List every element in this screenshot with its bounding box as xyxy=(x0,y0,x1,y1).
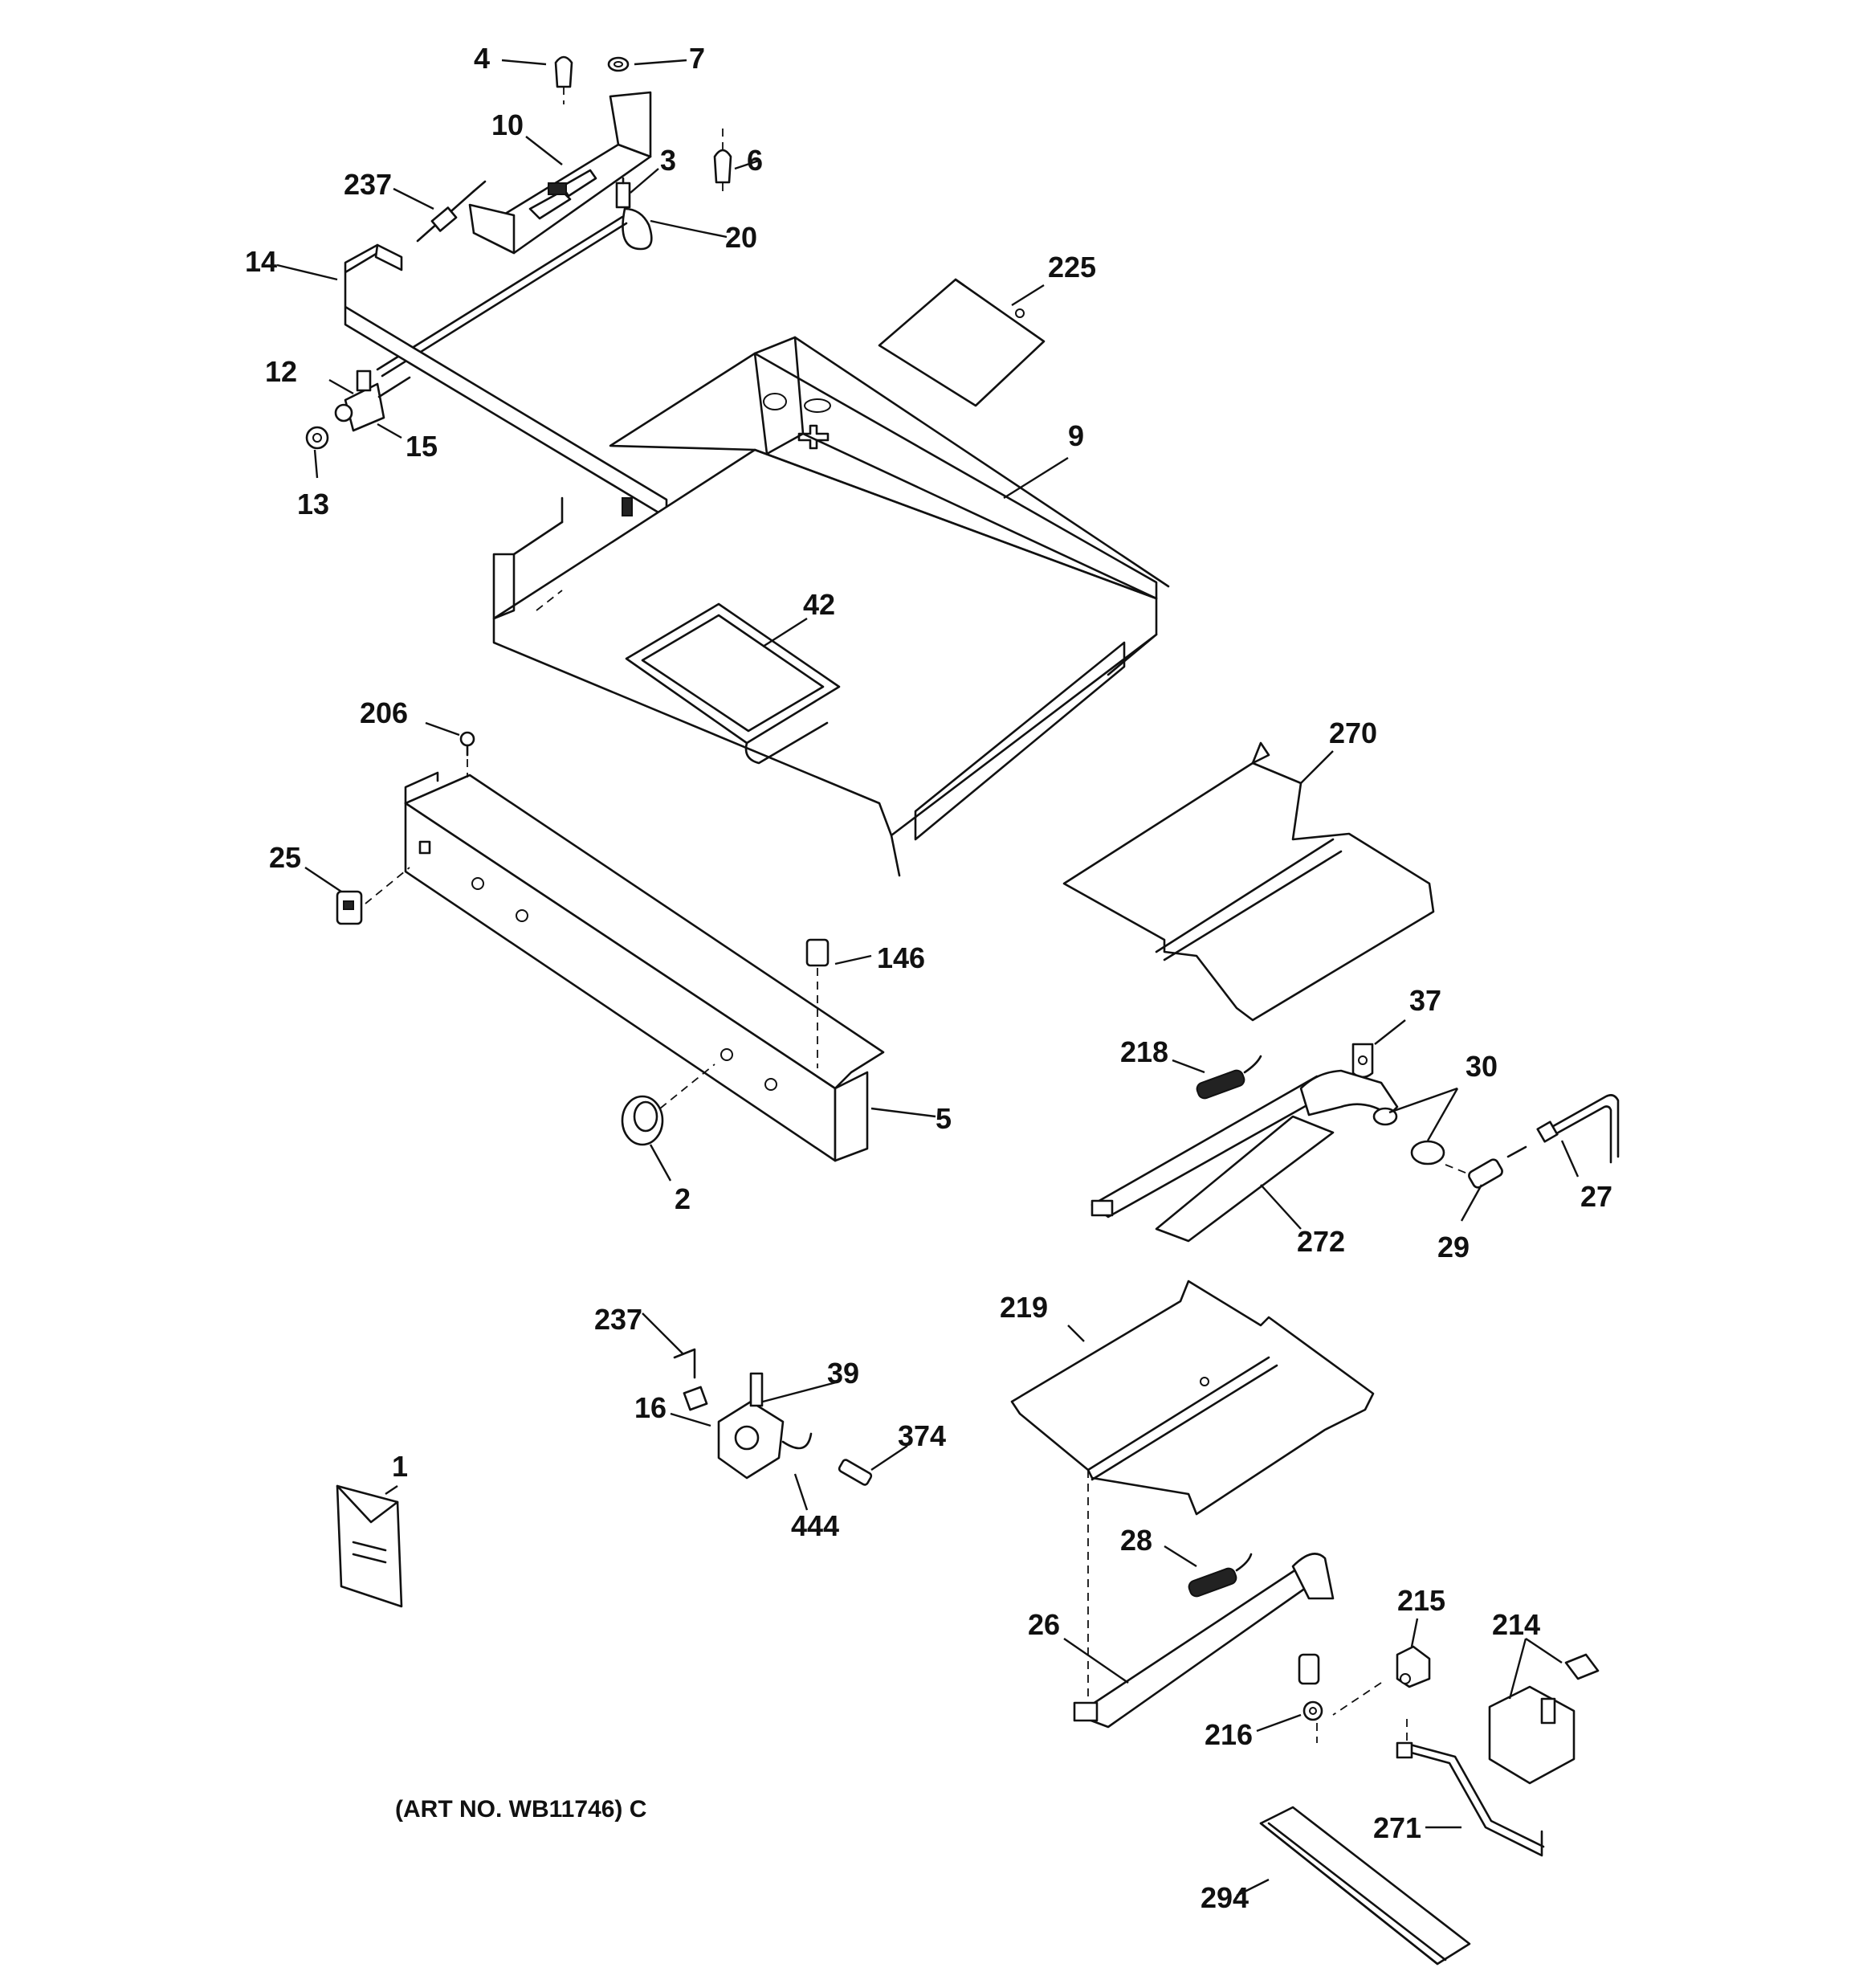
callout-218: 218 xyxy=(1120,1035,1168,1068)
dash-9 xyxy=(536,590,563,611)
callout-3: 3 xyxy=(660,144,676,177)
callout-206: 206 xyxy=(360,696,408,729)
bracket-part-37 xyxy=(1351,1043,1374,1079)
callout-29: 29 xyxy=(1437,1231,1470,1263)
callout-26: 26 xyxy=(1028,1608,1060,1641)
callout-25: 25 xyxy=(269,841,301,874)
callout-20: 20 xyxy=(725,221,757,254)
tube-part-27 xyxy=(1506,1094,1620,1164)
callout-444: 444 xyxy=(791,1509,839,1542)
nut-part-13 xyxy=(305,426,329,450)
valve-part-16 xyxy=(717,1372,813,1480)
callout-10: 10 xyxy=(491,108,524,141)
callout-13: 13 xyxy=(297,488,329,520)
callout-12: 12 xyxy=(265,355,297,388)
cap-part-216 xyxy=(1298,1653,1323,1743)
callout-5: 5 xyxy=(936,1102,952,1135)
bracket-part-215 xyxy=(1332,1645,1431,1716)
valve-part-214 xyxy=(1488,1653,1600,1785)
valve-part-12-15 xyxy=(334,369,411,432)
art-number: (ART NO. WB11746) C xyxy=(395,1796,646,1823)
literature-part-1 xyxy=(336,1484,403,1608)
grate-part-42 xyxy=(625,602,841,765)
callout-9: 9 xyxy=(1068,419,1084,452)
callout-42: 42 xyxy=(803,588,835,621)
callout-1: 1 xyxy=(392,1450,408,1483)
orifice-part-3 xyxy=(615,177,631,209)
front-rail-part-5 xyxy=(404,771,885,1162)
callout-271: 271 xyxy=(1373,1811,1421,1844)
callout-374: 374 xyxy=(898,1419,946,1452)
callout-16: 16 xyxy=(634,1391,667,1424)
tube-part-20 xyxy=(376,207,653,378)
callout-28: 28 xyxy=(1120,1524,1152,1557)
callout-215: 215 xyxy=(1397,1584,1445,1617)
bracket-part-294 xyxy=(1259,1806,1471,1966)
callout-225: 225 xyxy=(1048,251,1096,284)
valve-part-4 xyxy=(554,55,573,104)
manifold-pipe-part-14 xyxy=(344,243,668,522)
fitting-part-237 xyxy=(416,180,487,243)
callout-39: 39 xyxy=(827,1357,859,1390)
shield-part-270 xyxy=(1062,741,1435,1022)
callout-237-mid: 237 xyxy=(594,1303,642,1336)
leader-lines xyxy=(276,59,1580,1897)
callout-15: 15 xyxy=(406,430,438,463)
washer-part-7 xyxy=(607,56,630,72)
tube-part-237b xyxy=(673,1348,708,1411)
callout-27: 27 xyxy=(1580,1180,1612,1213)
dash-25 xyxy=(365,867,410,904)
shield-part-219 xyxy=(1010,1280,1375,1516)
callout-4: 4 xyxy=(474,42,490,75)
igniter-part-218 xyxy=(1196,1055,1262,1100)
burner-part-26 xyxy=(1073,1470,1335,1729)
callout-237-top: 237 xyxy=(344,168,392,201)
bracket-part-225 xyxy=(878,278,1046,407)
callout-146: 146 xyxy=(877,941,925,974)
manifold-bracket-part-10 xyxy=(468,91,652,255)
burner-box-part-9 xyxy=(492,336,1170,877)
callout-37: 37 xyxy=(1409,984,1441,1017)
igniter-part-28 xyxy=(1188,1553,1253,1598)
callout-216: 216 xyxy=(1205,1718,1253,1751)
callout-270: 270 xyxy=(1329,716,1377,749)
callout-14: 14 xyxy=(245,245,277,278)
clip-part-25 xyxy=(336,890,363,925)
valve-part-6 xyxy=(713,129,732,193)
fitting-part-30 xyxy=(1372,1107,1445,1165)
orifice-part-29 xyxy=(1445,1158,1503,1189)
fitting-part-374 xyxy=(838,1459,873,1486)
clip-part-146 xyxy=(805,938,830,1068)
callout-6: 6 xyxy=(747,144,763,177)
callout-30: 30 xyxy=(1466,1050,1498,1083)
tube-part-271 xyxy=(1396,1719,1545,1857)
callout-labels: 4 7 10 3 6 237 20 14 225 12 15 9 13 42 2… xyxy=(245,42,1612,1914)
callout-2: 2 xyxy=(675,1182,691,1215)
callout-7: 7 xyxy=(689,42,705,75)
callout-272: 272 xyxy=(1297,1225,1345,1258)
callout-219: 219 xyxy=(1000,1291,1048,1324)
screw-part-206 xyxy=(459,731,475,757)
knob-part-2 xyxy=(621,1063,715,1146)
callout-294: 294 xyxy=(1201,1881,1249,1914)
burner-part-272 xyxy=(1090,1069,1399,1243)
callout-214: 214 xyxy=(1492,1608,1540,1641)
